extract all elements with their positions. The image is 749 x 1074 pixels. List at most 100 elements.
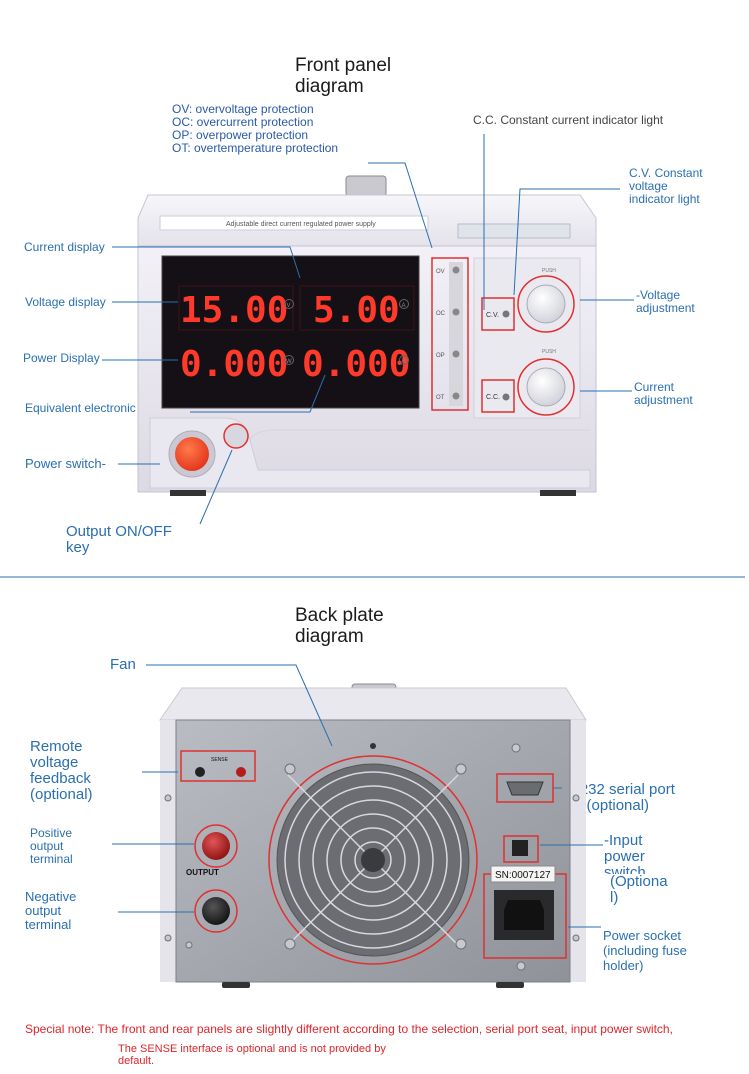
remote-feedback-label: Remote voltage feedback (optional) <box>30 739 93 803</box>
sense-callout <box>180 750 256 782</box>
top-window <box>457 223 571 239</box>
input-switch-line1: -Input <box>604 832 643 849</box>
cc-light-label: C.C. Constant current indicator light <box>473 113 664 127</box>
socket-line2: (including fuse <box>603 943 687 958</box>
foot-left <box>170 490 206 496</box>
current-knob-caption: PUSH <box>542 349 556 355</box>
serial-number: SN:0007127 <box>495 870 551 881</box>
indicator-oc-led <box>452 308 460 316</box>
sense-note: The SENSE interface is optional and is n… <box>118 1043 386 1067</box>
input-switch-callout <box>503 835 539 863</box>
back-title: Back plate diagram <box>295 605 384 647</box>
power-socket-label: Power socket (including fuse holder) <box>603 928 687 973</box>
current-display-label: Current display <box>24 240 105 254</box>
fan-label: Fan <box>110 656 136 673</box>
output-key[interactable] <box>223 423 249 449</box>
socket-line1: Power socket <box>603 928 682 943</box>
resistance-readout: 0.000 <box>302 344 410 385</box>
cv-light-label: C.V. Constant voltage indicator light <box>629 167 703 206</box>
front-title-line2: diagram <box>295 76 364 97</box>
unit-w-circle <box>284 355 294 365</box>
unit-v-mark: V <box>287 303 291 309</box>
negative-line2: output <box>25 903 62 918</box>
display-window <box>161 255 420 409</box>
back-foot-right <box>496 982 524 988</box>
indicator-ov-led <box>452 266 460 274</box>
device-strip <box>159 215 429 231</box>
current-readout: 5.00 <box>313 290 400 331</box>
back-panel-illustration: SENSE OUTPUT SN:0007127 <box>112 664 603 988</box>
indicator-op-led <box>452 350 460 358</box>
input-switch-label: -Input power switch (Optiona l) <box>604 833 668 906</box>
cc-callout <box>481 379 515 413</box>
back-leaders <box>112 664 603 928</box>
input-power-switch[interactable] <box>512 840 528 856</box>
current-knob-callout <box>517 358 575 416</box>
negative-terminal[interactable] <box>202 897 230 925</box>
cv-tag: C.V. <box>486 312 499 319</box>
current-adjust-line1: Current <box>634 380 675 394</box>
protection-callout <box>431 257 469 411</box>
negative-terminal-label: Negative output terminal <box>25 890 76 932</box>
input-switch-line4: (Optiona <box>610 873 668 890</box>
screws <box>164 743 580 971</box>
current-knob[interactable] <box>526 367 566 407</box>
cv-light-line1: C.V. Constant <box>629 166 703 180</box>
cv-light-line3: indicator light <box>629 192 700 206</box>
voltage-adjust-label: -Voltage adjustment <box>636 289 695 315</box>
back-title-line1: Back plate <box>295 605 384 626</box>
remote-line2: voltage <box>30 754 79 771</box>
unit-r-circle <box>399 355 409 365</box>
positive-terminal[interactable] <box>202 832 230 860</box>
positive-callout <box>194 824 238 868</box>
back-top <box>159 687 587 721</box>
front-title-line1: Front panel <box>295 55 392 76</box>
positive-line2: output <box>30 839 64 853</box>
current-adjust-line2: adjustment <box>634 393 693 407</box>
voltage-knob-callout <box>517 275 575 333</box>
protection-legend: OV: overvoltage protection OC: overcurre… <box>172 103 338 155</box>
power-readout: 0.000 <box>180 344 288 385</box>
rs232-port[interactable] <box>506 781 544 796</box>
input-switch-line3: switch <box>604 865 646 874</box>
negative-line3: terminal <box>25 917 72 932</box>
sense-note-line2: default. <box>118 1055 155 1067</box>
current-adjust-label: Current adjustment <box>634 381 693 407</box>
voltage-knob[interactable] <box>526 284 566 324</box>
back-title-line2: diagram <box>295 626 364 647</box>
serial-label-plate <box>490 865 556 883</box>
voltage-display-frame <box>178 285 294 331</box>
legend-oc: OC: overcurrent protection <box>172 115 314 129</box>
cc-led <box>502 393 510 401</box>
power-display-label: Power Display <box>23 351 100 365</box>
voltage-knob-caption: PUSH <box>542 268 556 274</box>
socket-line3: holder) <box>603 958 644 973</box>
positive-line3: terminal <box>30 852 73 866</box>
indicator-op-label: OP <box>436 353 445 359</box>
fan-callout <box>268 755 478 965</box>
output-print: OUTPUT <box>186 868 219 877</box>
legend-ot: OT: overtemperature protection <box>172 141 339 155</box>
unit-w-mark: W <box>286 359 292 365</box>
remote-line3: feedback <box>30 770 91 787</box>
legend-ov: OV: overvoltage protection <box>172 102 314 116</box>
indicator-strip <box>449 262 463 406</box>
lower-panel-line <box>249 429 590 441</box>
foot-right <box>540 490 576 496</box>
device-strip-text: Adjustable direct current regulated powe… <box>226 221 376 228</box>
cv-light-line2: voltage <box>629 179 668 193</box>
front-title: Front panel diagram <box>295 55 391 97</box>
output-key-line1: Output ON/OFF <box>66 523 172 540</box>
voltage-display-label: Voltage display <box>25 295 106 309</box>
power-switch[interactable] <box>175 437 209 471</box>
indicator-ot-led <box>452 392 460 400</box>
back-foot-left <box>222 982 250 988</box>
power-socket[interactable] <box>504 900 544 930</box>
indicator-ov-label: OV <box>436 269 445 275</box>
unit-r-mark: R <box>402 359 407 365</box>
cc-tag: C.C. <box>486 394 500 401</box>
sense-note-line1: The SENSE interface is optional and is n… <box>118 1043 386 1055</box>
voltage-adjust-line1: -Voltage <box>636 288 681 302</box>
sense-print: SENSE <box>211 757 229 763</box>
indicator-oc-label: OC <box>436 311 446 317</box>
